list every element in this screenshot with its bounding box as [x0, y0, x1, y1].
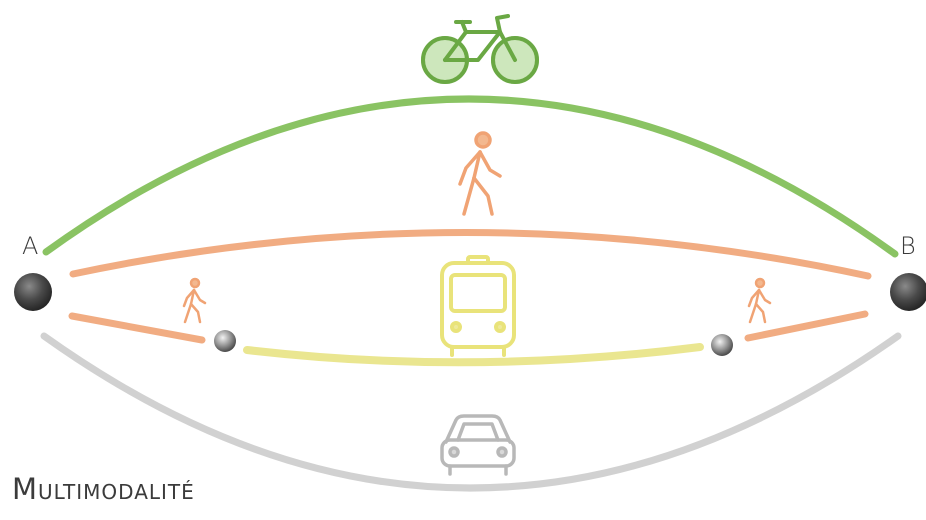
bicycle-route [42, 95, 899, 258]
bus-stop-node [711, 334, 733, 356]
pedestrian-icon [458, 131, 502, 216]
pedestrian-icon [182, 277, 207, 324]
car-icon [440, 414, 516, 476]
bus-to-walk-segment [744, 310, 869, 342]
diagram-title: Multimodalité [12, 472, 195, 506]
walking-route [69, 229, 872, 280]
bicycle-icon [421, 14, 539, 84]
bus-route [243, 343, 704, 367]
endpoint-label-a: A [22, 232, 39, 260]
endpoint-label-b: B [900, 232, 916, 260]
node-b [890, 273, 926, 311]
node-a [14, 273, 52, 311]
car-route [40, 332, 902, 492]
bus-stop-node [214, 330, 236, 352]
walk-to-bus-segment [68, 312, 206, 344]
pedestrian-icon [747, 277, 772, 324]
bus-icon [440, 255, 516, 357]
